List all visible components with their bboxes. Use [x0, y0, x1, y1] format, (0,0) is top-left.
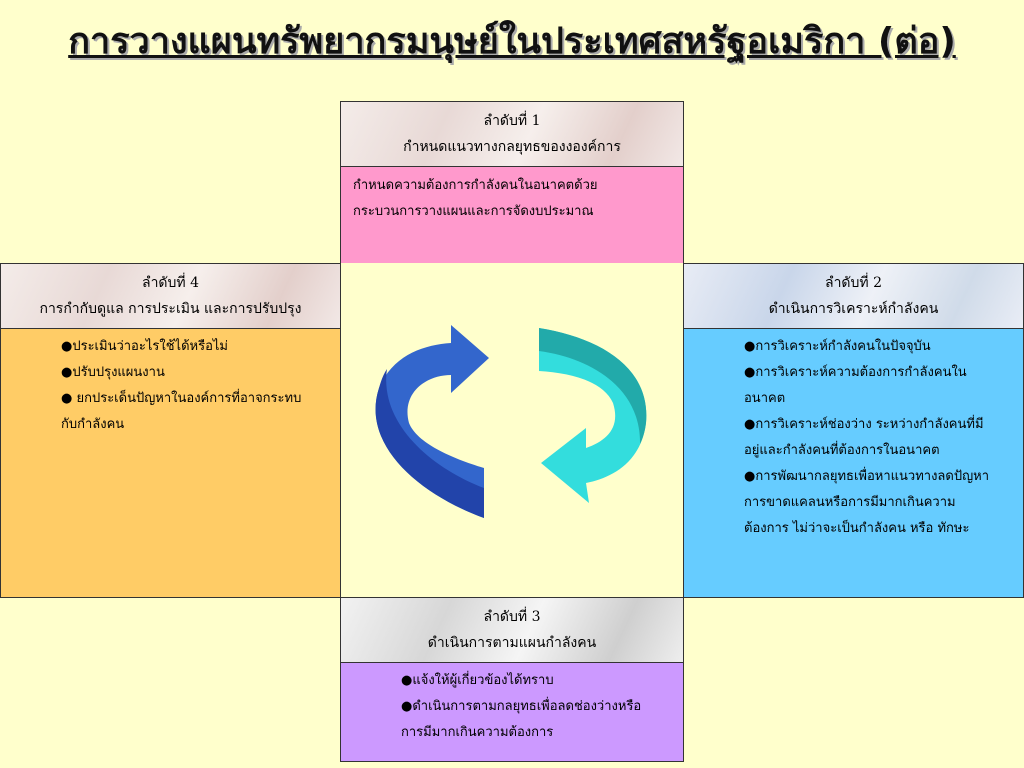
- arrow-teal-shade-icon: [539, 328, 647, 444]
- step3-heading: ดำเนินการตามแผนกำลังคน: [427, 635, 597, 651]
- step2-item: อนาคต: [744, 391, 786, 406]
- step2-item: ●การวิเคราะห์กำลังคนในปัจจุบัน: [744, 339, 931, 354]
- step1-header: ลำดับที่ 1 กำหนดแนวทางกลยุทธของงองค์การ: [340, 101, 684, 167]
- step2-body: ●การวิเคราะห์กำลังคนในปัจจุบัน ●การวิเคร…: [683, 328, 1024, 598]
- arrow-blue-shade-icon: [375, 369, 484, 518]
- arrow-blue-icon: [375, 325, 489, 518]
- cycle-area: [340, 263, 684, 598]
- step4-label: ลำดับที่ 4: [141, 275, 199, 291]
- step2-header: ลำดับที่ 2 ดำเนินการวิเคราะห์กำลังคน: [683, 263, 1024, 329]
- step4-header: ลำดับที่ 4 การกำกับดูแล การประเมิน และกา…: [0, 263, 341, 329]
- step1-body-line: กำหนดความต้องการกำลังคนในอนาคตด้วย: [353, 178, 598, 193]
- step2-label: ลำดับที่ 2: [824, 275, 882, 291]
- step3-body: ●แจ้งให้ผู้เกี่ยวข้องได้ทราบ ●ดำเนินการต…: [340, 662, 684, 762]
- step2-item: ●การวิเคราะห์ช่องว่าง ระหว่างกำลังคนที่ม…: [744, 417, 984, 432]
- step3-item: ●แจ้งให้ผู้เกี่ยวข้องได้ทราบ: [401, 673, 554, 688]
- step4-item: กับกำลังคน: [61, 417, 125, 432]
- step1-label: ลำดับที่ 1: [483, 113, 541, 129]
- step2-item: ต้องการ ไม่ว่าจะเป็นกำลังคน หรือ ทักษะ: [744, 521, 970, 536]
- page-title: การวางแผนทรัพยากรมนุษย์ในประเทศสหรัฐอเมร…: [68, 21, 956, 62]
- step3-label: ลำดับที่ 3: [483, 609, 541, 625]
- step1-body-line: กระบวนการวางแผนและการจัดงบประมาณ: [353, 204, 594, 219]
- step2-item: อยู่และกำลังคนที่ต้องการในอนาคต: [744, 443, 940, 458]
- step3-item: การมีมากเกินความต้องการ: [401, 725, 554, 740]
- step1-heading: กำหนดแนวทางกลยุทธของงองค์การ: [403, 139, 621, 155]
- step4-item: ●ปรับปรุงแผนงาน: [61, 365, 165, 380]
- step3-item: ●ดำเนินการตามกลยุทธเพื่อลดช่องว่างหรือ: [401, 699, 642, 714]
- step4-heading: การกำกับดูแล การประเมิน และการปรับปรุง: [39, 301, 302, 317]
- step4-item: ● ยกประเด็นปัญหาในองค์การที่อาจกระทบ: [61, 391, 302, 406]
- step1-body: กำหนดความต้องการกำลังคนในอนาคตด้วย กระบว…: [340, 166, 684, 264]
- step2-item: การขาดแคลนหรือการมีมากเกินความ: [744, 495, 956, 510]
- step4-item: ●ประเมินว่าอะไรใช้ได้หรือไม่: [61, 339, 228, 354]
- step2-item: ●การพัฒนากลยุทธเพื่อหาแนวทางลดปัญหา: [744, 469, 990, 484]
- step2-heading: ดำเนินการวิเคราะห์กำลังคน: [768, 301, 939, 317]
- step4-body: ●ประเมินว่าอะไรใช้ได้หรือไม่ ●ปรับปรุงแผ…: [0, 328, 341, 598]
- step2-item: ●การวิเคราะห์ความต้องการกำลังคนใน: [744, 365, 967, 380]
- step3-header: ลำดับที่ 3 ดำเนินการตามแผนกำลังคน: [340, 597, 684, 663]
- cycle-arrows: [375, 325, 647, 518]
